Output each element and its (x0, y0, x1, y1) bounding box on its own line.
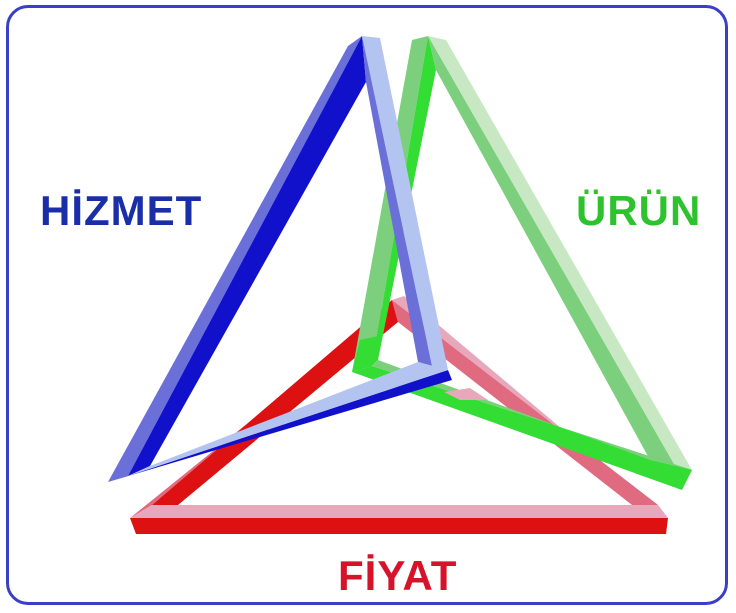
hizmet-label: HİZMET (40, 190, 202, 232)
fiyat-bottom-bar (130, 518, 668, 534)
fiyat-bottom-bar-top (130, 505, 668, 518)
fiyat-label: FİYAT (338, 555, 457, 597)
urun-label: ÜRÜN (576, 190, 701, 232)
